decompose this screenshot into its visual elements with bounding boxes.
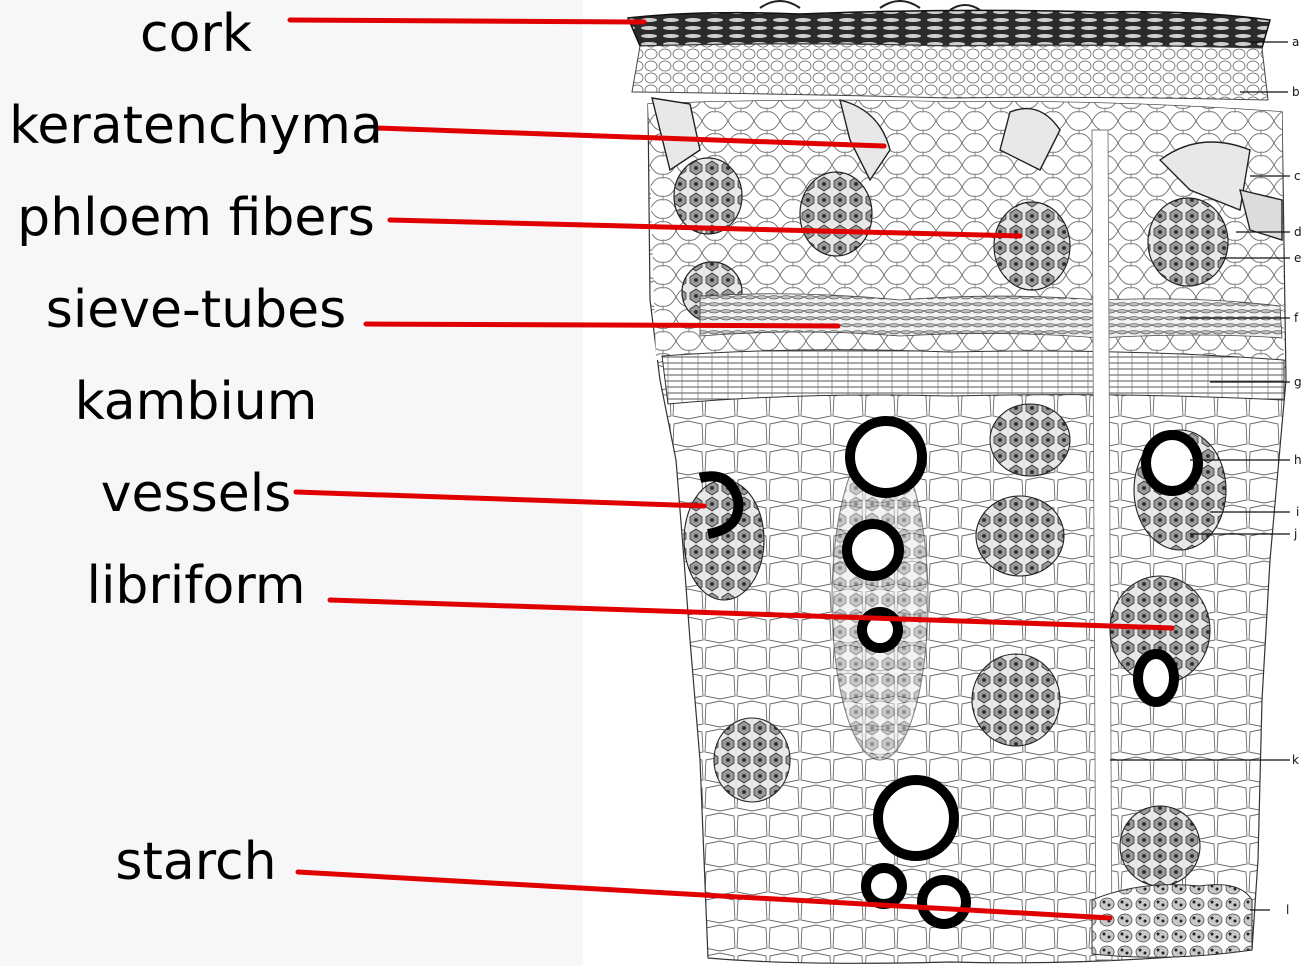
label-vessels: vessels — [101, 464, 291, 524]
label-phloem-fibers: phloem fibers — [17, 188, 375, 248]
libriform-leader-line — [330, 600, 1172, 628]
starch-leader-line — [298, 872, 1110, 918]
sieve-tubes-leader-line — [366, 324, 838, 326]
cork-leader-line — [290, 20, 644, 22]
label-keratenchyma: keratenchyma — [9, 96, 383, 156]
label-starch: starch — [115, 832, 276, 892]
keratenchyma-leader-line — [376, 128, 884, 146]
label-sieve-tubes: sieve-tubes — [46, 280, 347, 340]
label-kambium: kambium — [75, 372, 318, 432]
vessels-leader-line — [296, 492, 704, 506]
label-cork: cork — [140, 4, 252, 64]
label-libriform: libriform — [87, 556, 306, 616]
phloem-fibers-leader-line — [390, 220, 1020, 236]
